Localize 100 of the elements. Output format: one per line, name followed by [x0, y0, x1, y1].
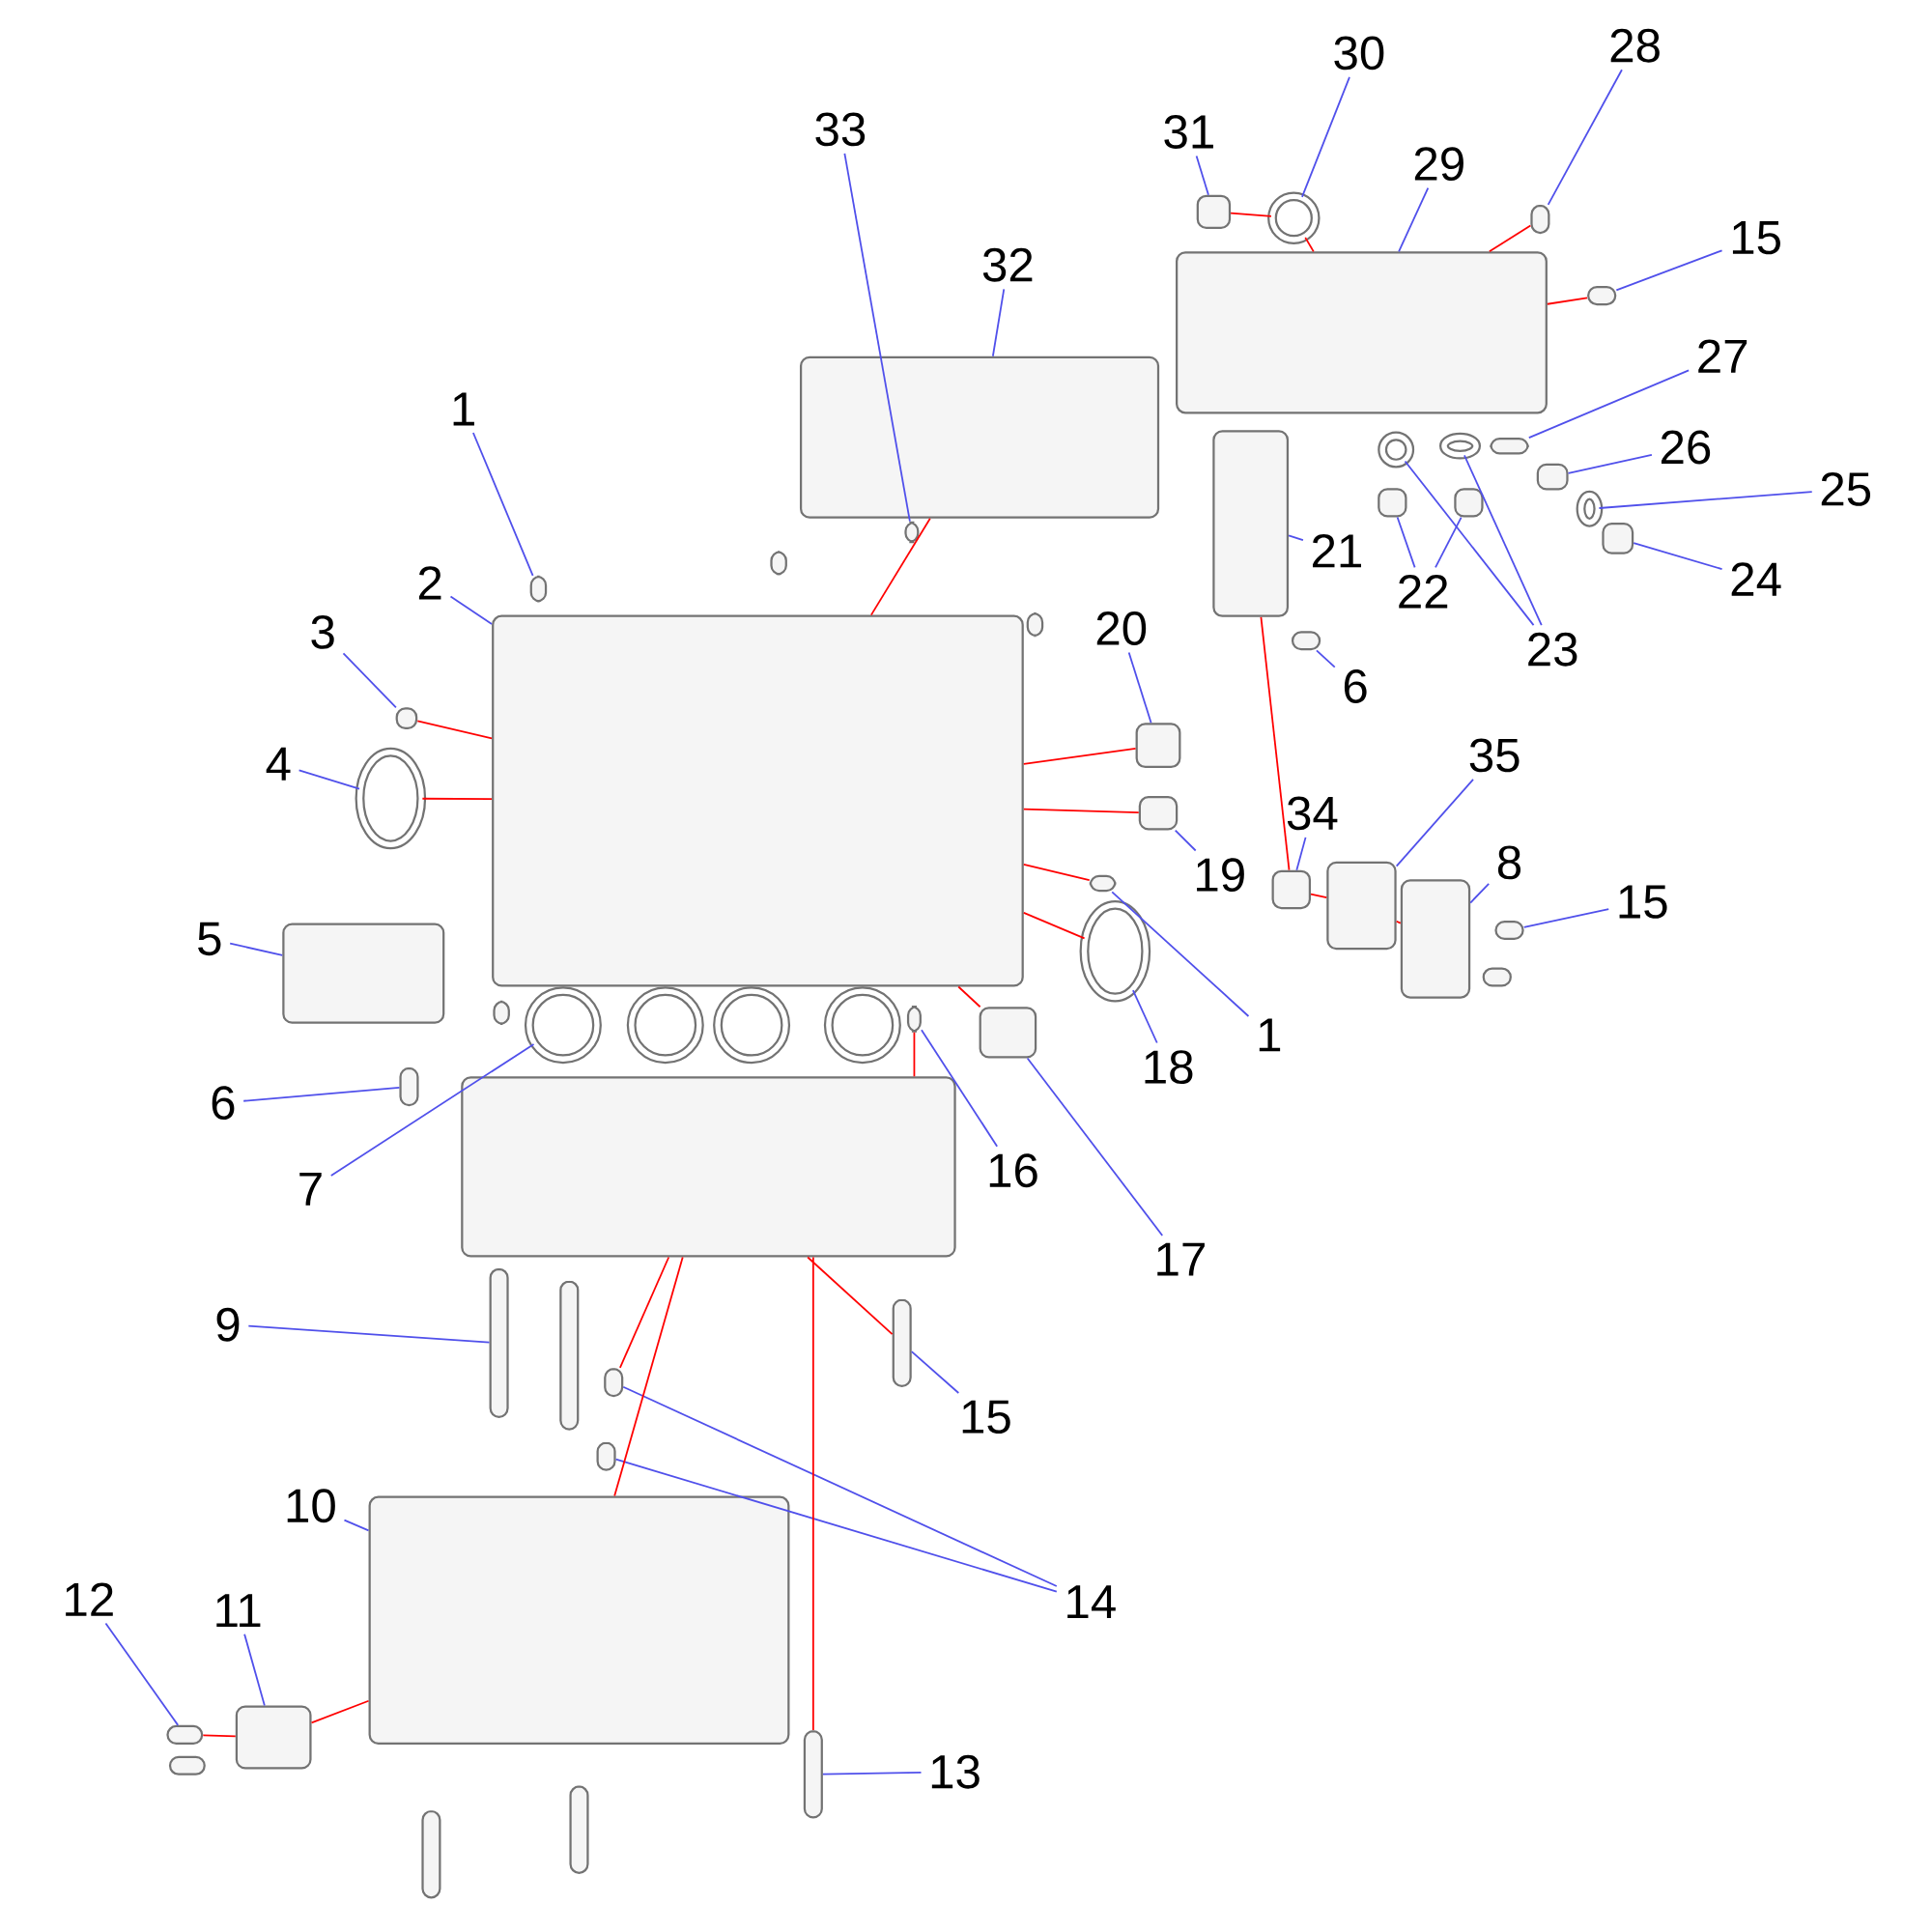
nut: [1378, 488, 1407, 518]
bolt: [803, 1729, 823, 1819]
callout-number: 4: [266, 747, 291, 781]
assembly-line: [870, 517, 931, 616]
leader-line: [1527, 369, 1690, 440]
callout-number: 31: [1164, 115, 1213, 149]
leader-line: [991, 288, 1006, 357]
dowel-pin: [596, 1441, 616, 1471]
cover-plate: [1176, 251, 1548, 414]
leader-line: [1435, 516, 1463, 569]
leader-line: [1398, 186, 1430, 253]
callout-number: 6: [212, 1086, 235, 1121]
callout-number: 30: [1334, 36, 1384, 71]
assembly-line: [1230, 212, 1272, 217]
callout-number: 15: [1619, 885, 1667, 919]
oil-seal: [355, 747, 427, 850]
leader-line: [1026, 1057, 1164, 1236]
leader-line: [1598, 491, 1813, 509]
leader-line: [471, 432, 534, 577]
plug: [395, 707, 418, 729]
bolt: [1490, 437, 1529, 455]
leader-line: [449, 595, 493, 625]
fitting: [1530, 204, 1550, 235]
assembly-line: [202, 1734, 237, 1738]
assembly-line: [1488, 224, 1532, 253]
callout-number: 2: [418, 566, 441, 600]
mounting-bracket: [368, 1495, 790, 1745]
leader-line: [614, 1458, 1058, 1593]
assembly-line: [913, 1031, 916, 1078]
plug: [1196, 194, 1232, 230]
callout-number: 3: [311, 614, 334, 649]
leader-line: [1396, 516, 1416, 569]
bushing: [1135, 723, 1181, 769]
assembly-line: [619, 1256, 670, 1369]
leader-line: [1111, 891, 1250, 1017]
bolt: [489, 1267, 509, 1418]
assembly-line: [1022, 808, 1140, 814]
leader-line: [1633, 542, 1723, 571]
leader-line: [843, 153, 911, 523]
assembly-line: [1547, 297, 1588, 305]
leader-line: [1522, 908, 1610, 928]
bolt: [168, 1755, 206, 1776]
assembly-line: [613, 1256, 684, 1497]
callout-number: 25: [1821, 471, 1871, 506]
callout-number: 1: [453, 392, 474, 426]
leader-line: [1295, 837, 1307, 871]
leader-line: [343, 1519, 370, 1532]
bolt: [1482, 967, 1512, 987]
leader-line: [104, 1622, 180, 1726]
leader-line: [921, 1029, 999, 1148]
nut: [1454, 488, 1484, 518]
bearing-shell: [713, 986, 791, 1065]
assembly-line: [1022, 864, 1091, 882]
bearing-shell: [823, 986, 901, 1065]
leader-line: [1547, 69, 1623, 206]
lower-crankcase: [461, 1076, 956, 1258]
leader-line: [1174, 829, 1197, 852]
washer: [1439, 432, 1481, 460]
oil-seal: [1079, 899, 1151, 1003]
leader-line: [1127, 651, 1152, 724]
assembly-line: [1022, 748, 1137, 765]
engine-block: [492, 614, 1024, 987]
sealing-ring: [1267, 191, 1321, 244]
dowel-pin: [906, 1005, 922, 1033]
plug: [1602, 522, 1634, 554]
callout-number: 18: [1145, 1050, 1193, 1085]
dowel-pin: [904, 521, 920, 544]
leader-line: [1615, 249, 1723, 292]
dowel-pin: [770, 551, 787, 576]
callout-number: 35: [1469, 738, 1520, 773]
callout-number: 24: [1731, 562, 1781, 596]
callout-number: 20: [1096, 611, 1147, 645]
callout-number: 8: [1497, 845, 1521, 880]
assembly-line: [416, 720, 493, 740]
callout-number: 5: [198, 922, 221, 956]
thermostat-housing: [1400, 879, 1471, 999]
assembly-line: [807, 1256, 894, 1336]
callout-number: 15: [962, 1400, 1010, 1435]
callout-number: 28: [1610, 28, 1660, 63]
callout-number: 10: [287, 1489, 335, 1523]
callout-number: 9: [216, 1307, 240, 1342]
callout-number: 15: [1732, 221, 1780, 255]
dowel-pin: [604, 1367, 624, 1398]
callout-number: 17: [1157, 1242, 1205, 1276]
leader-line: [229, 942, 284, 956]
bracket: [282, 923, 445, 1024]
gasket: [799, 355, 1160, 519]
dowel-pin: [1089, 874, 1117, 893]
dowel-pin: [529, 575, 548, 603]
callout-number: 13: [931, 1754, 980, 1789]
leader-line: [1288, 534, 1304, 541]
callout-number: 16: [989, 1153, 1037, 1188]
bushing: [1138, 796, 1179, 831]
assembly-line: [1022, 911, 1086, 940]
callout-number: 6: [1344, 669, 1367, 703]
bolt: [421, 1809, 441, 1899]
callout-number: 14: [1067, 1585, 1116, 1619]
bolt: [1587, 286, 1617, 306]
dowel-pin: [493, 1000, 510, 1026]
leader-line: [1316, 649, 1336, 668]
